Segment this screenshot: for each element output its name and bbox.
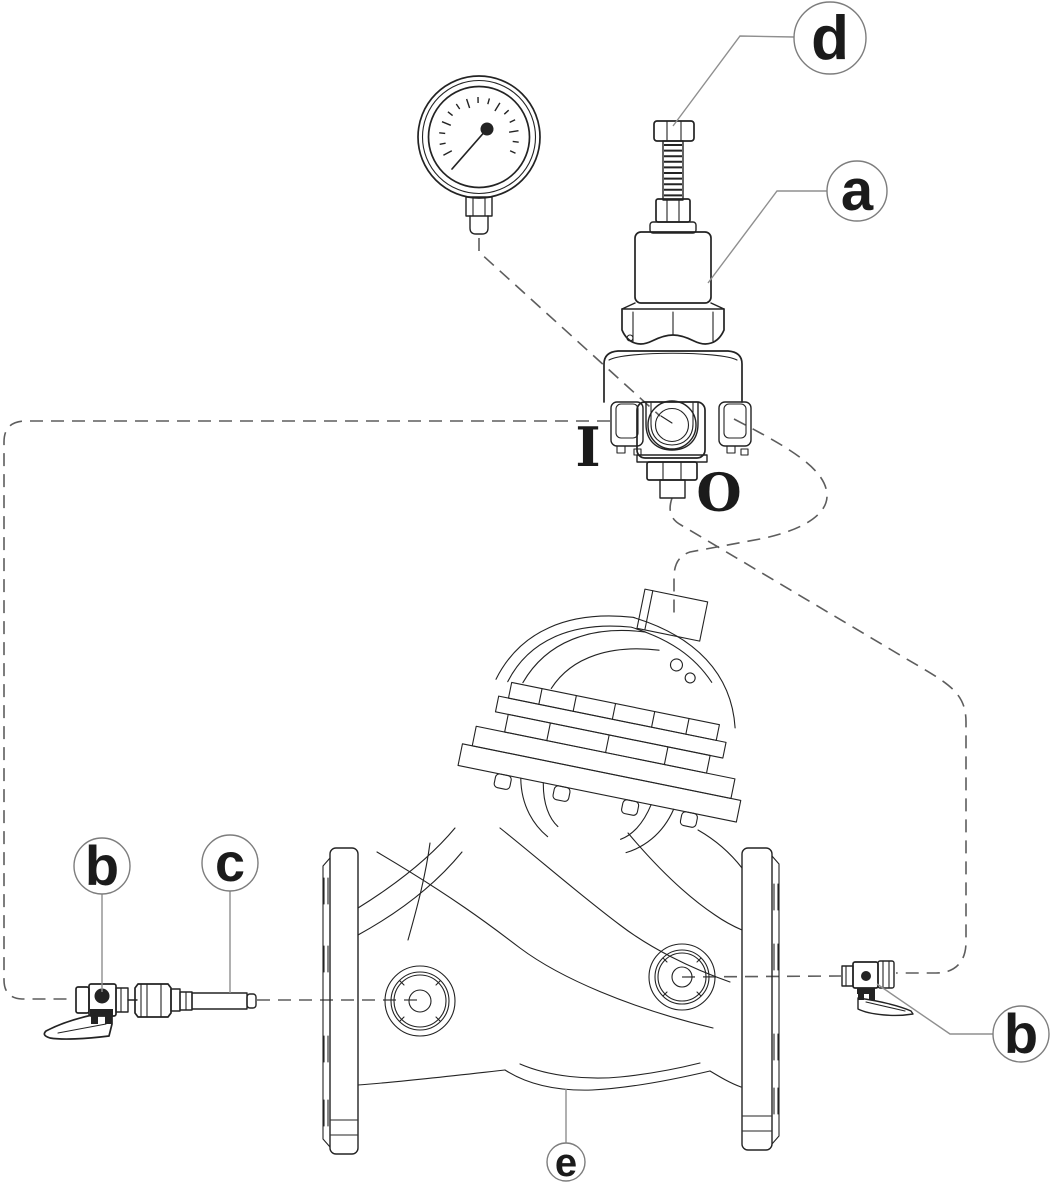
- callout-d: d: [672, 1, 867, 127]
- gauge-outer-rim: [417, 75, 541, 199]
- valve-body: [322, 827, 780, 1155]
- right-valve-ball: [861, 971, 871, 981]
- ball-valve-left: [43, 983, 129, 1040]
- gauge-tick: [508, 130, 519, 133]
- right-valve-handle: [857, 997, 914, 1017]
- left-flange: [322, 847, 359, 1155]
- body-flow-line-3: [627, 832, 743, 931]
- callout-c: c: [201, 833, 259, 993]
- callout-c-circle: [201, 834, 259, 892]
- callout-d-circle: [793, 1, 867, 75]
- pilot-center-block: [636, 400, 706, 459]
- left-valve-ball: [94, 988, 110, 1004]
- outlet-label: O: [696, 463, 741, 524]
- pilot-right-port: [718, 401, 752, 456]
- right-port-boss: [648, 943, 716, 1011]
- tubing-bonnet-line: [673, 418, 828, 620]
- pilot-mount-tab: [636, 588, 709, 642]
- body-flow-line-1: [376, 851, 714, 1029]
- tubing-outlet-line: [669, 497, 967, 974]
- callout-a-circle: [826, 160, 888, 222]
- body-right-shoulder: [697, 829, 743, 869]
- callout-b-left-label: b: [85, 834, 119, 897]
- body-bottom-bowl: [504, 1069, 711, 1091]
- callout-c-label: c: [215, 833, 245, 893]
- bonnet-dome: [495, 615, 736, 729]
- callout-b-right-circle: [992, 1005, 1050, 1063]
- bonnet-bolts: [493, 773, 698, 828]
- pressure-gauge: [417, 75, 541, 235]
- fitting-barrel: [191, 992, 248, 1010]
- gauge-inner-rim: [421, 79, 537, 195]
- gauge-tick: [509, 150, 516, 154]
- right-valve-cap: [841, 965, 854, 987]
- pilot-valve: [603, 120, 752, 499]
- pilot-left-port: [610, 401, 644, 456]
- fitting-hex-nut: [134, 983, 172, 1018]
- gauge-tick: [455, 103, 461, 110]
- gauge-needle: [451, 128, 488, 170]
- ball-valve-right: [841, 960, 914, 1017]
- tubing-lines: [3, 238, 967, 1001]
- gauge-tick: [439, 132, 446, 135]
- valve-bonnet: [457, 588, 742, 854]
- callout-b-left: b: [73, 834, 131, 992]
- callout-b-right-label: b: [1004, 1002, 1038, 1065]
- callout-d-leader: [672, 35, 795, 127]
- gauge-needle-hub: [480, 122, 494, 136]
- gauge-tick: [487, 98, 491, 105]
- pilot-port-circle: [647, 400, 697, 450]
- callout-a-leader: [707, 190, 827, 284]
- callout-a-label: a: [841, 158, 874, 223]
- gauge-tick: [439, 142, 446, 145]
- callout-d-label: d: [811, 4, 849, 73]
- tubing-inlet-loop: [3, 420, 610, 1000]
- gauge-tick: [441, 121, 452, 126]
- body-left-shoulder: [357, 827, 456, 909]
- callout-b-left-circle: [73, 837, 131, 895]
- callout-e: e: [546, 1089, 586, 1183]
- spring-housing: [621, 231, 725, 345]
- pilot-body: [603, 350, 752, 499]
- body-flow-line-2: [499, 827, 731, 983]
- gauge-tick: [447, 111, 454, 117]
- lock-nut: [649, 198, 697, 234]
- needle-fitting: [134, 983, 257, 1018]
- fitting-end-cap: [246, 993, 257, 1009]
- adjustment-screw: [653, 120, 695, 201]
- bonnet-flange-stack: [457, 681, 742, 823]
- gauge-stem: [465, 196, 493, 235]
- pilot-outlet-fitting: [646, 461, 698, 499]
- bonnet-neck: [520, 777, 675, 854]
- callout-b-right: b: [876, 983, 1050, 1065]
- gauge-tick: [443, 150, 453, 156]
- callout-a: a: [707, 158, 888, 284]
- gauge-tick: [512, 140, 519, 143]
- gauge-tick: [503, 109, 510, 115]
- right-flange: [741, 847, 780, 1151]
- tubing-gauge-line: [478, 238, 661, 417]
- gauge-tick: [509, 119, 516, 124]
- left-port-boss: [384, 965, 456, 1037]
- callout-e-circle: [546, 1142, 586, 1182]
- inlet-label: I: [575, 415, 600, 479]
- gauge-bezel-ring: [427, 85, 531, 189]
- callout-e-label: e: [555, 1141, 577, 1183]
- gauge-tick: [465, 98, 471, 109]
- gauge-ticks: [439, 96, 519, 156]
- callout-b-right-leader: [876, 983, 993, 1035]
- gauge-tick: [494, 102, 501, 112]
- left-valve-cap: [75, 986, 90, 1014]
- main-valve: [322, 588, 780, 1155]
- body-bottom-left: [357, 1069, 506, 1086]
- left-valve-handle: [43, 1011, 113, 1040]
